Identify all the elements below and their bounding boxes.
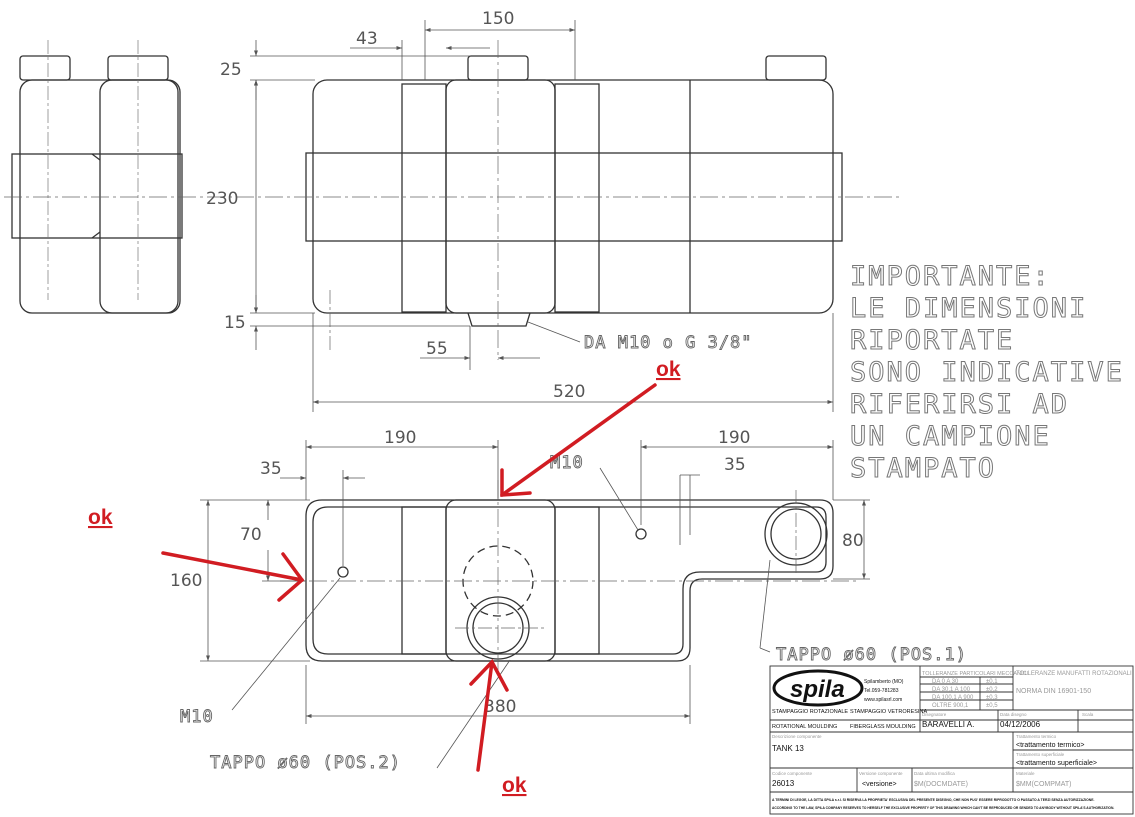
dim-190-right: 190 bbox=[718, 428, 750, 448]
dim-25: 25 bbox=[220, 60, 242, 80]
dim-70: 70 bbox=[240, 525, 262, 545]
dim-160: 160 bbox=[170, 571, 202, 591]
dim-55: 55 bbox=[426, 339, 448, 359]
cap-callout-pos1: TAPPO ø60 (POS.1) bbox=[776, 645, 967, 665]
footer-en: ACCORDING TO THE LAW, SPILA COMPANY RESE… bbox=[772, 806, 1114, 810]
code-label: Codice componente bbox=[772, 771, 813, 776]
author-value: BARAVELLI A. bbox=[922, 720, 974, 729]
version-value: <versione> bbox=[862, 781, 897, 788]
spila-logo-shape bbox=[772, 669, 864, 707]
material-label: Materiale bbox=[1016, 771, 1035, 776]
front-view bbox=[4, 40, 900, 360]
tol-row-1-value: ±0,1 bbox=[986, 679, 998, 685]
company-web: www.spilasrl.com bbox=[864, 697, 902, 703]
version-label: Versione componente bbox=[859, 771, 903, 776]
m10-label-bottom: M10 bbox=[180, 707, 214, 727]
front-dim-texts: 150 43 25 230 15 55 520 DA M10 o G 3/8" bbox=[206, 9, 753, 402]
arrow-top bbox=[500, 383, 657, 497]
tol-row-3-value: ±0,3 bbox=[986, 695, 998, 701]
ok-label-bottom: ok bbox=[502, 774, 527, 797]
surface-value: <trattamento superficiale> bbox=[1016, 760, 1097, 767]
m10-label-top: M10 bbox=[550, 453, 584, 473]
code-value: 26013 bbox=[772, 779, 795, 788]
date-value: 04/12/2006 bbox=[1000, 720, 1041, 729]
tol-row-3-range: DA 100,1 A 900 bbox=[932, 695, 974, 701]
tol-row-4-value: ±0,5 bbox=[986, 703, 998, 709]
dim-80: 80 bbox=[842, 531, 864, 551]
thread-callout: DA M10 o G 3/8" bbox=[584, 333, 753, 353]
note-line-4: SONO INDICATIVE bbox=[850, 357, 1124, 388]
top-view-dimensions bbox=[200, 440, 870, 769]
side-view bbox=[11, 40, 183, 314]
review-annotations bbox=[161, 383, 657, 772]
heat-label: Trattamento termico bbox=[1016, 734, 1057, 739]
surface-label: Trattamento superficiale bbox=[1016, 752, 1065, 757]
cap-callout-pos2: TAPPO ø60 (POS.2) bbox=[210, 753, 401, 773]
desc-value: TANK 13 bbox=[772, 744, 804, 753]
tol-row-4-range: OLTRE 900,1 bbox=[932, 703, 969, 709]
dim-15: 15 bbox=[224, 313, 246, 333]
material-value: $MM(COMPMAT) bbox=[1016, 781, 1071, 788]
title-block bbox=[769, 665, 1134, 815]
top-dim-texts: 190 190 35 35 70 160 80 380 M10 M10 TAPP… bbox=[170, 428, 967, 773]
note-line-3: RIPORTATE bbox=[850, 325, 1014, 356]
dim-520: 520 bbox=[553, 382, 585, 402]
company-phone: Tel.059-781283 bbox=[864, 688, 899, 694]
note-line-6: UN CAMPIONE bbox=[850, 421, 1051, 452]
tol-row-2-value: ±0,2 bbox=[986, 687, 998, 693]
tol-header: TOLLERANZE PARTICOLARI MECCANICI bbox=[922, 671, 1029, 677]
ok-label-top: ok bbox=[656, 358, 681, 381]
dim-150: 150 bbox=[482, 9, 514, 29]
label-fiberglass: STAMPAGGIO VETRORESINA bbox=[850, 709, 927, 715]
note-line-7: STAMPATO bbox=[850, 453, 996, 484]
tol-row-1-range: DA 0 A 30 bbox=[932, 679, 959, 685]
important-note: IMPORTANTE: LE DIMENSIONI RIPORTATE SONO… bbox=[850, 261, 1124, 485]
ok-label-left: ok bbox=[88, 506, 113, 529]
lastmod-label: Data ultima modifica bbox=[914, 771, 955, 776]
tol-row-2-range: DA 30,1 A 100 bbox=[932, 687, 971, 693]
label-rotational: STAMPAGGIO ROTAZIONALE bbox=[772, 709, 848, 715]
label-rotational-en: ROTATIONAL MOULDING bbox=[772, 724, 837, 730]
dim-35-left: 35 bbox=[260, 459, 282, 479]
dim-230: 230 bbox=[206, 189, 238, 209]
title-block-texts: spila Spilamberto (MO) Tel.059-781283 ww… bbox=[772, 671, 1132, 810]
dim-43: 43 bbox=[356, 29, 378, 49]
spila-logo: spila bbox=[790, 676, 845, 703]
dim-35-right: 35 bbox=[724, 455, 746, 475]
author-label: Disegnatore bbox=[922, 712, 947, 717]
dim-380: 380 bbox=[484, 697, 516, 717]
top-view bbox=[280, 480, 860, 670]
footer-it: A TERMINI DI LEGGE, LA DITTA SPILA s.r.l… bbox=[772, 798, 1094, 802]
date-label: Data disegno bbox=[1000, 712, 1027, 717]
lastmod-value: $M(DOCMDATE) bbox=[914, 781, 968, 788]
note-line-2: LE DIMENSIONI bbox=[850, 293, 1087, 324]
arrow-left bbox=[161, 551, 304, 582]
front-view-dimensions bbox=[250, 20, 834, 412]
tol2-norm: NORMA DIN 16901-150 bbox=[1016, 688, 1091, 695]
dim-190-left: 190 bbox=[384, 428, 416, 448]
tol2-header: TOLLERANZE MANUFATTI ROTAZIONALI bbox=[1016, 671, 1132, 677]
company-city: Spilamberto (MO) bbox=[864, 679, 904, 685]
desc-label: Descrizione componente bbox=[772, 734, 822, 739]
arrow-bottom bbox=[476, 660, 494, 772]
heat-value: <trattamento termico> bbox=[1016, 742, 1084, 749]
scale-label: Scala bbox=[1082, 712, 1094, 717]
note-line-5: RIFERIRSI AD bbox=[850, 389, 1069, 420]
note-line-1: IMPORTANTE: bbox=[850, 261, 1051, 292]
label-fiberglass-en: FIBERGLASS MOULDING bbox=[850, 724, 916, 730]
